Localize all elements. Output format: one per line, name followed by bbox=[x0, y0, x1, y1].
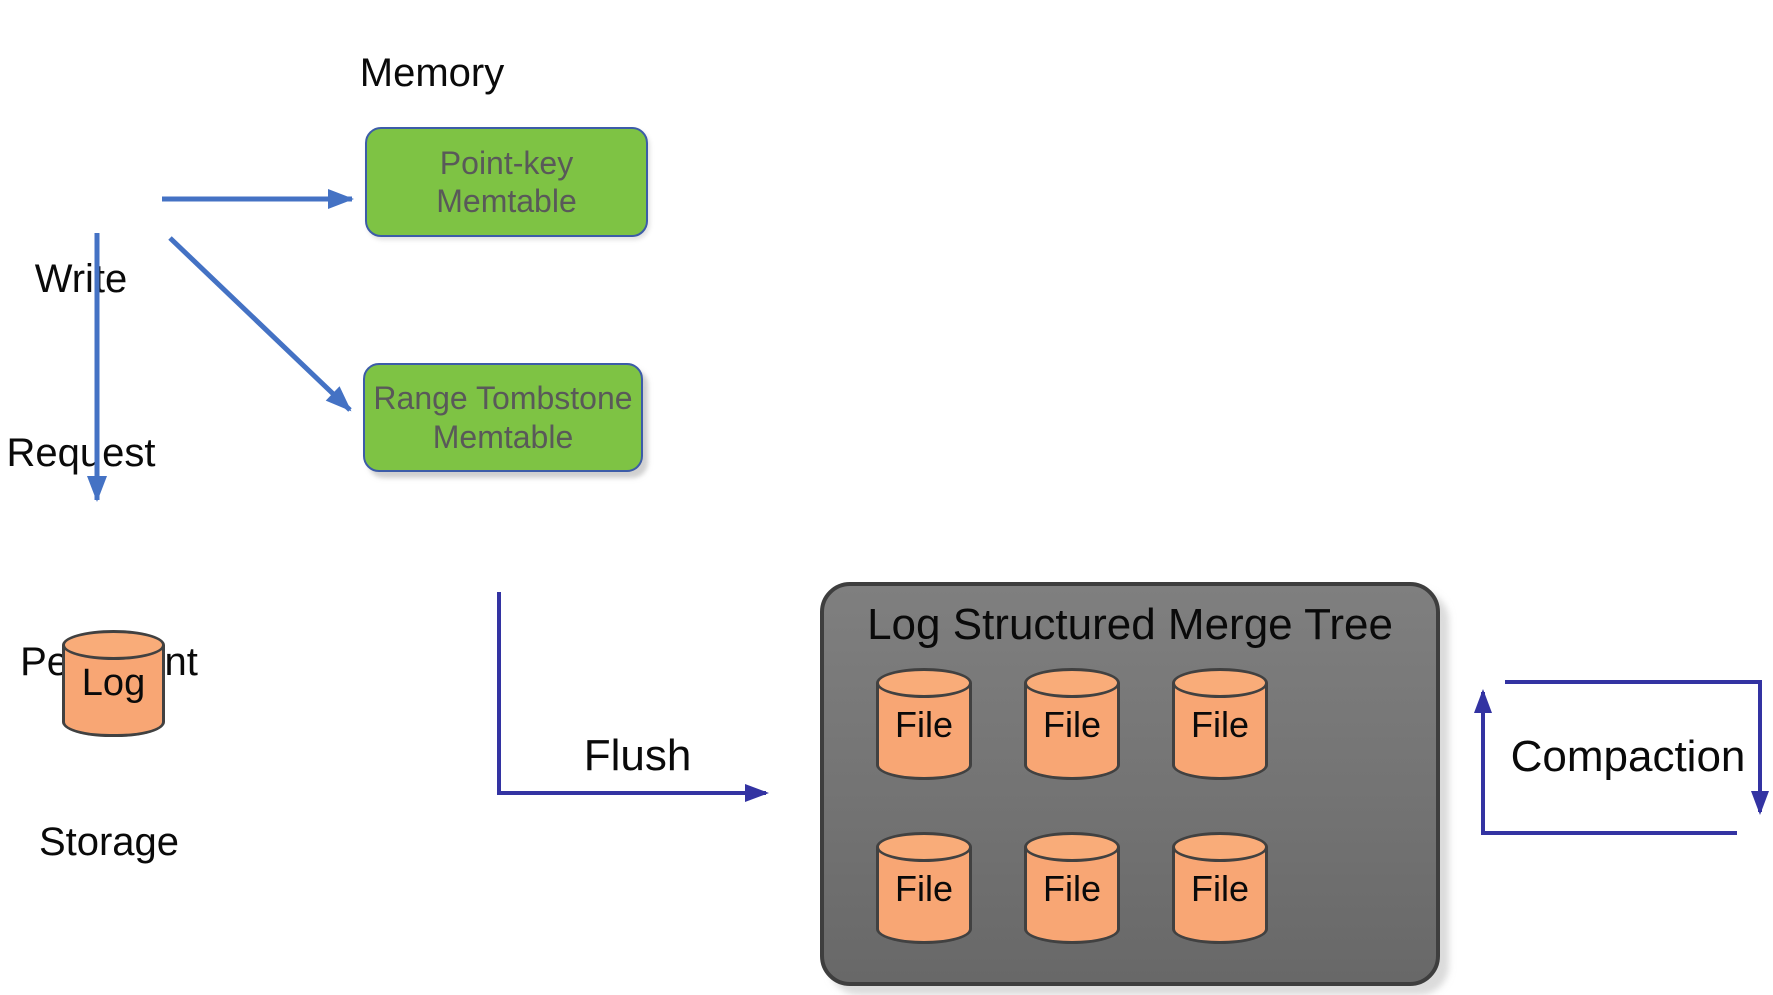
write-request-label: Write Request bbox=[0, 134, 162, 598]
log-cylinder: Log bbox=[62, 630, 165, 737]
file-label: File bbox=[1042, 868, 1101, 909]
file-label: File bbox=[894, 868, 953, 909]
file-cylinder: File bbox=[1024, 832, 1120, 944]
cylinder-top bbox=[1172, 832, 1268, 862]
file-label: File bbox=[1190, 868, 1249, 909]
cylinder-top bbox=[1024, 832, 1120, 862]
file-label: File bbox=[894, 704, 953, 745]
cylinder-top bbox=[1172, 668, 1268, 698]
file-cylinder: File bbox=[1172, 668, 1268, 780]
cylinder-top bbox=[1024, 668, 1120, 698]
lsm-file-row-1: File File File bbox=[876, 668, 1268, 780]
lsm-tree-box: Log Structured Merge Tree File File File bbox=[820, 582, 1440, 986]
cylinder-top bbox=[876, 668, 972, 698]
cylinder-body bbox=[1172, 683, 1268, 780]
persistent-storage-line2: Storage bbox=[38, 820, 180, 864]
lsm-tree-title: Log Structured Merge Tree bbox=[867, 600, 1393, 649]
write-to-rangetombstone-arrow bbox=[168, 236, 352, 412]
rangetombstone-memtable-line1: Range Tombstone bbox=[373, 380, 633, 417]
cylinder-top bbox=[876, 832, 972, 862]
write-request-line1: Write bbox=[34, 257, 128, 301]
file-label: File bbox=[1190, 704, 1249, 745]
file-cylinder: File bbox=[1024, 668, 1120, 780]
memory-title: Memory bbox=[359, 51, 505, 95]
log-label: Log bbox=[81, 662, 146, 704]
cylinder-body bbox=[1172, 847, 1268, 944]
cylinder-body bbox=[1024, 847, 1120, 944]
log-cylinder-top bbox=[62, 630, 165, 660]
log-cylinder-body bbox=[62, 645, 165, 737]
pointkey-memtable-line1: Point-key bbox=[439, 144, 574, 181]
cylinder-body bbox=[876, 847, 972, 944]
pointkey-memtable-line2: Memtable bbox=[436, 183, 577, 219]
lsm-file-row-2: File File File bbox=[876, 832, 1268, 944]
cylinder-body bbox=[1024, 683, 1120, 780]
write-request-line2: Request bbox=[6, 431, 156, 475]
cylinder-body bbox=[876, 683, 972, 780]
file-label: File bbox=[1042, 704, 1101, 745]
persistent-storage-label: Persistent Storage bbox=[9, 512, 209, 992]
rangetombstone-memtable-box: Range Tombstone Memtable bbox=[363, 363, 643, 472]
compaction-label: Compaction bbox=[1510, 732, 1746, 781]
flush-label: Flush bbox=[583, 731, 692, 780]
file-cylinder: File bbox=[1172, 832, 1268, 944]
file-cylinder: File bbox=[876, 668, 972, 780]
pointkey-memtable-box: Point-key Memtable bbox=[365, 127, 648, 237]
file-cylinder: File bbox=[876, 832, 972, 944]
rangetombstone-memtable-line2: Memtable bbox=[432, 418, 574, 455]
